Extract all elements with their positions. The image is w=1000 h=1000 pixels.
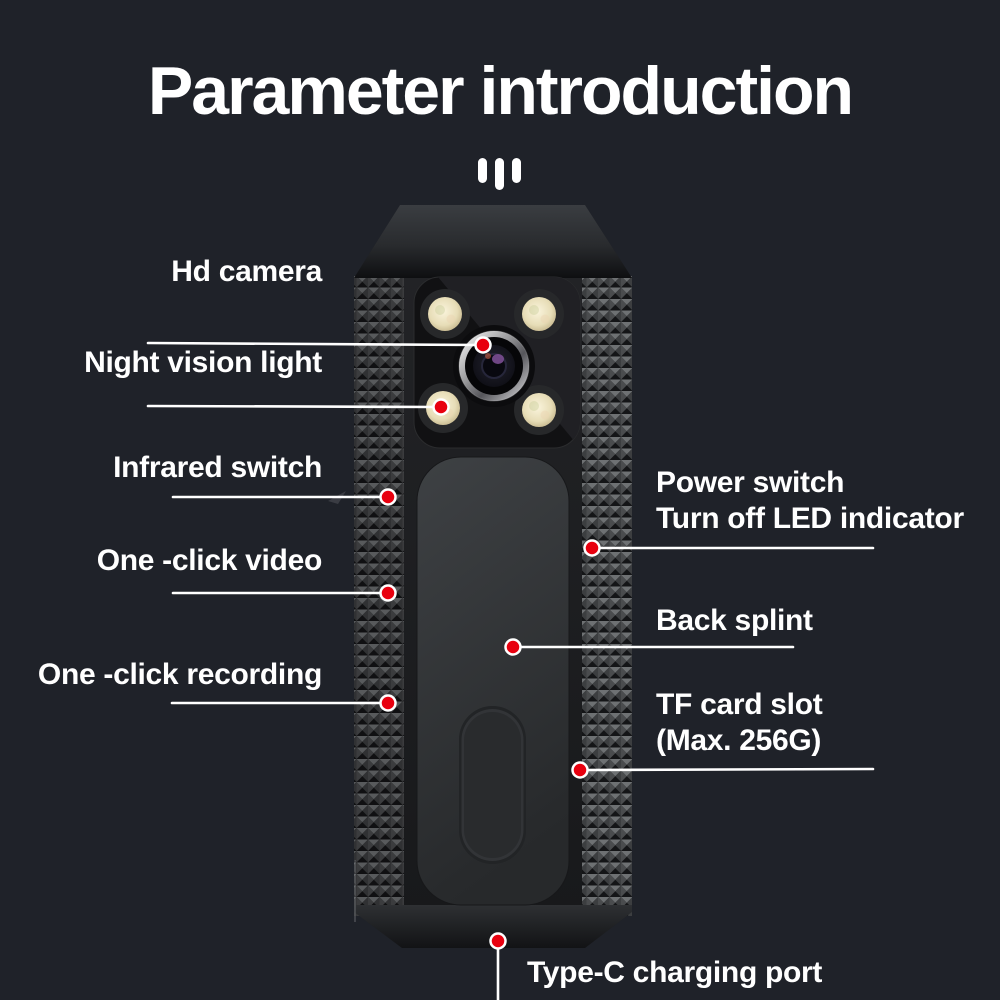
dot-night-vision-light (432, 398, 450, 416)
label-power-switch: Power switch Turn off LED indicator (656, 465, 964, 537)
dot-one-click-video (379, 584, 397, 602)
label-line: Power switch (656, 466, 845, 499)
label-line: Turn off LED indicator (656, 502, 964, 535)
night-vision-led (420, 289, 470, 339)
dot-tf-card-slot (571, 761, 589, 779)
label-line: (Max. 256G) (656, 724, 822, 757)
line-hd-camera (146, 341, 485, 347)
page-title: Parameter introduction (147, 53, 854, 129)
label-one-click-recording: One -click recording (37, 658, 322, 691)
night-vision-led (514, 289, 564, 339)
top-clip-bars-icon (478, 158, 521, 190)
dot-one-click-recording (379, 694, 397, 712)
label-hd-camera: Hd camera (171, 255, 322, 288)
camera-module (413, 276, 581, 449)
label-line: TF card slot (656, 688, 823, 721)
label-back-splint: Back splint (656, 604, 813, 637)
dot-back-splint (504, 638, 522, 656)
line-tf-card-slot (578, 767, 875, 772)
label-type-c-charging-port: Type-C charging port (527, 956, 823, 989)
device-top-cap (354, 205, 632, 278)
dot-type-c-port (489, 932, 507, 950)
label-infrared-switch: Infrared switch (113, 451, 322, 484)
dot-hd-camera (474, 336, 492, 354)
label-night-vision-light: Night vision light (84, 346, 322, 379)
dot-power-switch (583, 539, 601, 557)
callout-lines (146, 341, 875, 1000)
back-splint-panel (416, 456, 570, 906)
camera-lens (453, 325, 535, 407)
line-night-vision-light (146, 404, 443, 409)
label-one-click-video: One -click video (96, 544, 323, 577)
label-tf-card-slot: TF card slot (Max. 256G) (656, 687, 823, 759)
dot-infrared-switch (379, 488, 397, 506)
device-bottom-cap (354, 905, 632, 948)
left-grip-shade (354, 276, 404, 916)
right-grip-texture (582, 276, 632, 916)
callout-dots (379, 336, 601, 950)
